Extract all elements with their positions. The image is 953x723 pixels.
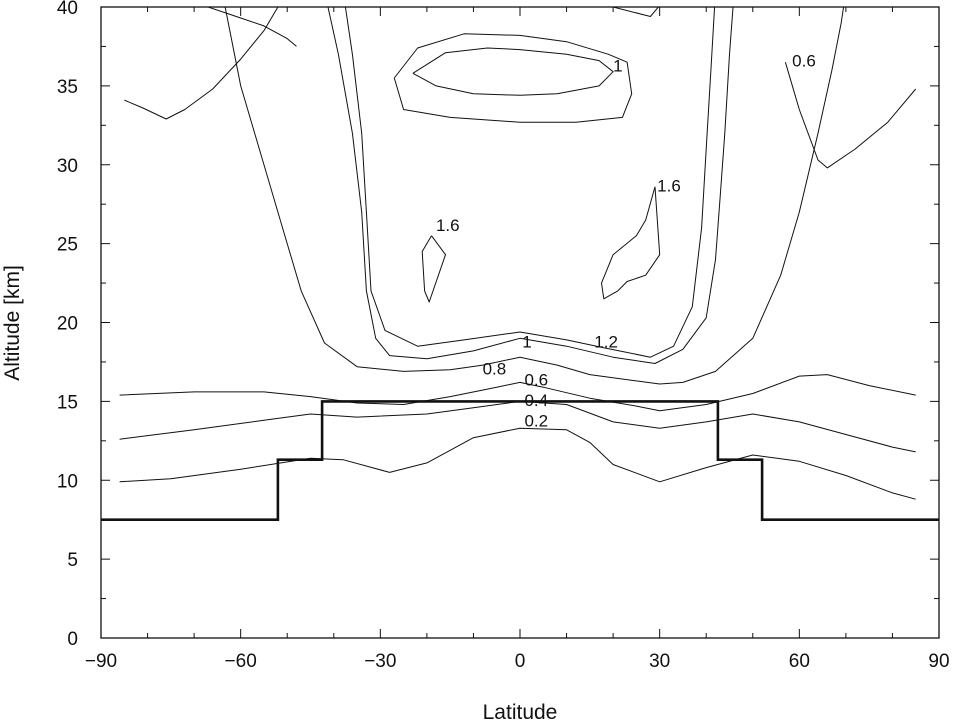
tropopause-line: [101, 400, 939, 522]
contour-line-9: [601, 186, 661, 300]
contour-line-11: [206, 7, 297, 47]
contour-label-7: 1.6: [657, 176, 681, 195]
contour-label-4: 1: [522, 332, 531, 351]
x-tick-label: 0: [515, 651, 526, 672]
x-tick-label: 60: [789, 651, 810, 672]
y-tick-label: 15: [57, 392, 78, 413]
contour-lines: [119, 7, 917, 500]
contour-line-12: [784, 62, 917, 169]
contour-labels: 0.20.4 0.6 0.8 1 1.2 1.6 1.6 0.6 1: [436, 52, 816, 431]
y-tick-label: 25: [57, 235, 78, 256]
y-tick-label: 35: [57, 77, 78, 98]
y-tick-label: 5: [67, 550, 78, 571]
x-tick-label: 90: [928, 651, 949, 672]
contour-line-3: [224, 7, 845, 385]
contour-line-7: [412, 47, 614, 96]
contour-line-13: [415, 7, 660, 17]
contour-line-6: [393, 33, 633, 123]
contour-line-5: [344, 7, 716, 358]
y-axis: 0 5 10 15 20 25 30 35 40: [57, 0, 939, 650]
plot-frame: [100, 6, 940, 639]
y-axis-title: Altitude [km]: [1, 265, 24, 381]
contour-line-4: [327, 7, 734, 364]
contour-label-9: 1: [613, 56, 622, 75]
y-tick-label: 20: [57, 314, 78, 335]
y-tick-label: 40: [57, 0, 78, 19]
y-tick-label: 0: [67, 629, 78, 650]
x-axis-title: Latitude: [483, 701, 558, 723]
x-tick-label: 30: [649, 651, 670, 672]
contour-label-3: 0.8: [483, 359, 507, 378]
x-tick-label: −60: [225, 651, 257, 672]
contour-line-10: [124, 7, 279, 120]
x-tick-label: −30: [364, 651, 396, 672]
contour-label-8: 0.6: [792, 52, 816, 71]
tropopause-step-line: [101, 400, 939, 522]
x-axis: −90 −60 −30 0 30 60 90: [85, 7, 950, 672]
y-tick-label: 10: [57, 471, 78, 492]
y-tick-label: 30: [57, 156, 78, 177]
contour-line-1: [119, 400, 916, 453]
contour-label-2: 0.6: [524, 370, 548, 389]
contour-line-8: [421, 235, 446, 303]
contour-line-2: [119, 374, 916, 412]
contour-label-5: 1.2: [594, 332, 618, 351]
contour-label-6: 1.6: [436, 216, 460, 235]
contour-line-0: [119, 427, 916, 500]
contour-label-0: 0.2: [524, 411, 548, 430]
x-tick-label: −90: [85, 651, 117, 672]
contour-label-1: 0.4: [524, 391, 548, 410]
